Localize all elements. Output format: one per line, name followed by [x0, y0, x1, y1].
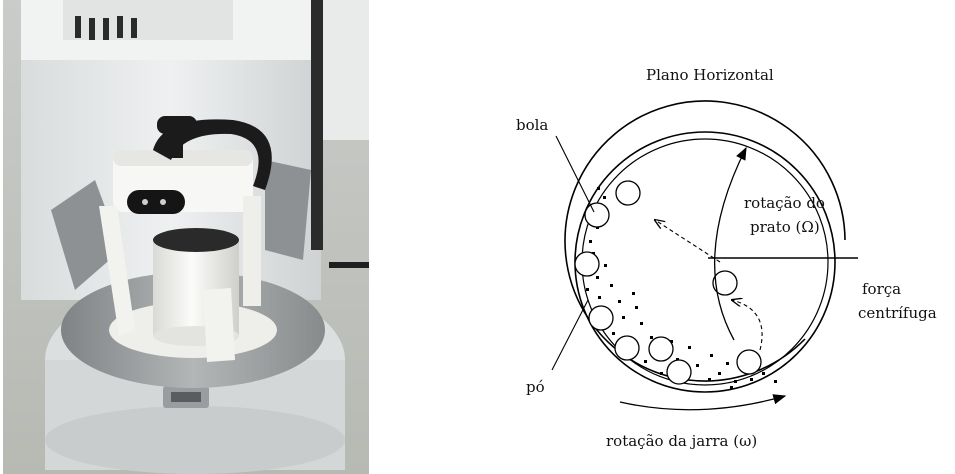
centrifugal-label-line1: força	[862, 280, 901, 298]
ball-mill-photo	[3, 0, 369, 474]
planetary-mill-diagram: Plano Horizontal	[500, 0, 955, 474]
cable	[329, 262, 369, 268]
ball-leader-line	[556, 136, 594, 212]
gas-spring	[311, 0, 323, 250]
ball	[616, 181, 640, 205]
ball	[589, 306, 613, 330]
jar-rotation-label: rotação da jarra (ω)	[606, 432, 757, 450]
ball	[575, 252, 599, 276]
plate-rotation-label-line1: rotação do	[744, 194, 825, 212]
ball-trajectory-arrow	[732, 300, 762, 350]
right-bracket	[203, 288, 235, 362]
jar-outline	[575, 132, 835, 392]
jar-rotation-arrow	[620, 396, 785, 410]
powder-leader-line	[552, 300, 588, 370]
powder-label: pó	[526, 378, 545, 396]
plate-outer-arc	[565, 101, 845, 381]
clamp-knob	[157, 116, 197, 134]
centrifugal-label-line2: centrífuga	[858, 304, 937, 322]
vent-panel	[63, 0, 233, 40]
ball	[649, 337, 673, 361]
clamp-lever	[127, 190, 185, 214]
right-support	[265, 160, 311, 260]
base-bottom	[45, 406, 345, 474]
ball	[615, 336, 639, 360]
ball	[585, 203, 609, 227]
ball-label: bola	[516, 116, 548, 134]
diagram-title: Plano Horizontal	[646, 66, 774, 84]
grinding-balls	[575, 181, 761, 384]
plate-rotation-arrow	[715, 148, 746, 340]
ball	[667, 360, 691, 384]
ball	[737, 350, 761, 374]
centrifugal-dashed-arrow	[655, 220, 720, 262]
plate-rotation-label-line2: prato (Ω)	[750, 218, 820, 236]
